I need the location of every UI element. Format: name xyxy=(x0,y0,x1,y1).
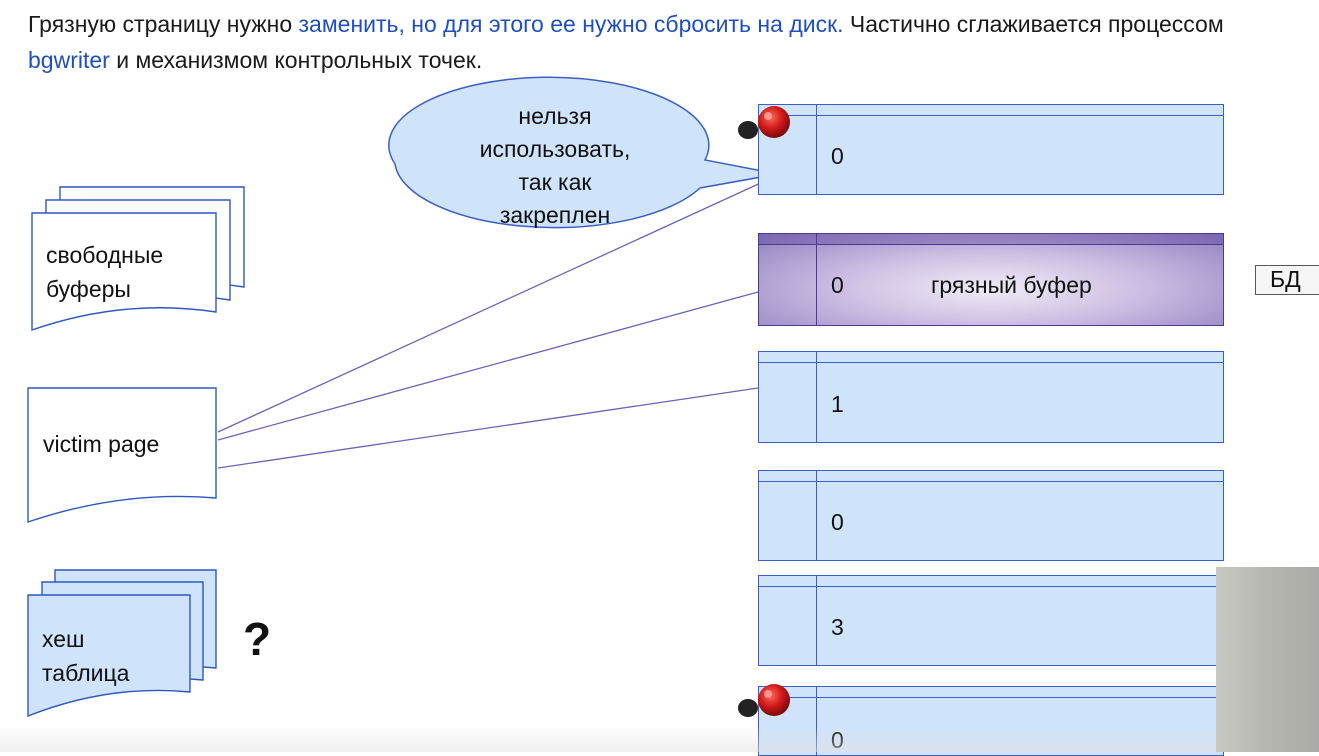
buffer-header xyxy=(759,687,1223,698)
heading-part-3: Частично сглаживается процессом xyxy=(843,11,1224,37)
buffer-header xyxy=(759,471,1223,482)
buffer-1: 0 xyxy=(758,104,1224,195)
victim-page-doc xyxy=(27,387,217,523)
free-buffers-label-line2: буферы xyxy=(46,276,131,302)
buffer-header xyxy=(759,576,1223,587)
bubble-line-4: закреплен xyxy=(499,202,611,228)
speech-bubble xyxy=(388,76,779,229)
buffer-usage-count: 0 xyxy=(831,509,844,535)
buffer-4: 0 xyxy=(758,470,1224,561)
buffer-usage-count: 3 xyxy=(831,614,844,640)
hash-table-label: хеш таблица xyxy=(42,622,129,690)
heading-part-1: Грязную страницу нужно xyxy=(28,11,299,37)
buffer-usage-count: 1 xyxy=(831,391,844,417)
bubble-line-2: использовать, xyxy=(479,136,631,162)
free-buffers-doc-stack xyxy=(31,186,245,331)
pin-icon xyxy=(738,684,790,717)
buffer-divider xyxy=(816,471,817,560)
buffer-2-dirty: 0 грязный буфер xyxy=(758,233,1224,326)
hash-table-doc-stack xyxy=(27,569,217,718)
bubble-line-1: нельзя xyxy=(518,103,592,129)
buffer-usage-count: 0 xyxy=(831,143,844,169)
hash-table-label-line2: таблица xyxy=(42,660,130,686)
buffer-divider xyxy=(816,352,817,442)
connector-to-buffer-1 xyxy=(217,174,779,433)
buffer-header xyxy=(759,352,1223,363)
victim-page-label: victim page xyxy=(43,431,160,457)
bubble-text: нельзя использовать, так как закреплен xyxy=(440,100,670,232)
buffer-3: 1 xyxy=(758,351,1224,443)
buffer-header xyxy=(759,105,1223,116)
dirty-buffer-label: грязный буфер xyxy=(931,272,1092,298)
pin-icon xyxy=(738,106,790,139)
buffer-divider xyxy=(816,234,817,325)
heading-link-replace: заменить, но для этого ее нужно сбросить… xyxy=(298,11,844,37)
buffer-header xyxy=(759,234,1223,245)
free-buffers-label-line1: свободные xyxy=(46,242,164,268)
question-mark: ? xyxy=(243,613,272,665)
buffer-divider xyxy=(816,687,817,755)
webcam-overlay xyxy=(1216,567,1319,752)
connector-to-buffer-2 xyxy=(217,291,759,441)
heading-link-bgwriter: bgwriter xyxy=(28,47,110,73)
connector-to-buffer-3 xyxy=(217,387,759,469)
free-buffers-label: свободные буферы xyxy=(46,238,163,306)
heading-part-5: и механизмом контрольных точек. xyxy=(109,47,483,73)
buffer-divider xyxy=(816,576,817,665)
buffer-usage-count: 0 xyxy=(831,272,844,298)
database-box: БД xyxy=(1255,265,1319,295)
buffer-5: 3 xyxy=(758,575,1224,666)
buffer-divider xyxy=(816,105,817,194)
bottom-shade xyxy=(0,726,1216,752)
bubble-line-3: так как xyxy=(518,169,592,195)
hash-table-label-line1: хеш xyxy=(42,626,85,652)
slide-heading: Грязную страницу нужно заменить, но для … xyxy=(28,6,1268,78)
